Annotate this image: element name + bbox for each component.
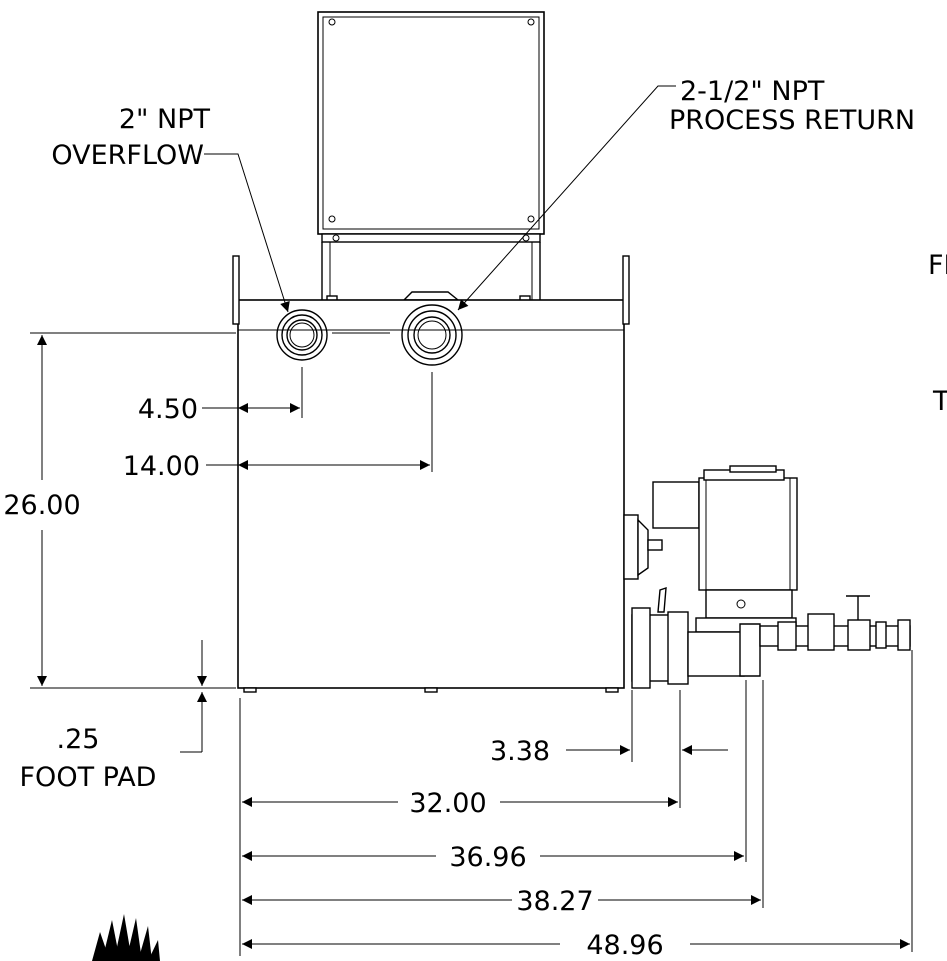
- dim-36-96: 36.96: [449, 842, 526, 873]
- pump-assembly: [623, 465, 911, 689]
- dim-14-00: 14.00: [123, 451, 200, 482]
- overflow-size-label: 2" NPT: [119, 104, 211, 135]
- edge-text-1: FI: [928, 250, 947, 281]
- sunburst-logo-icon: [92, 914, 160, 961]
- overflow-name-label: OVERFLOW: [51, 140, 204, 171]
- process-return-port: [401, 304, 463, 366]
- return-size-label: 2-1/2" NPT: [680, 76, 825, 107]
- dim-32-00: 32.00: [409, 788, 486, 819]
- foot-pad-label: FOOT PAD: [20, 762, 157, 793]
- edge-text-2: T: [932, 386, 947, 417]
- dim-26-00: 26.00: [3, 490, 80, 521]
- return-name-label: PROCESS RETURN: [669, 105, 915, 136]
- dim-48-96: 48.96: [586, 930, 663, 961]
- dimension-lines: [30, 332, 913, 956]
- dim-38-27: 38.27: [516, 886, 593, 917]
- overflow-port: [276, 309, 328, 361]
- control-box: [317, 11, 545, 302]
- dim-0-25: .25: [57, 724, 100, 755]
- leaders: [204, 85, 676, 313]
- dim-4-50: 4.50: [138, 394, 198, 425]
- dim-3-38: 3.38: [490, 736, 550, 767]
